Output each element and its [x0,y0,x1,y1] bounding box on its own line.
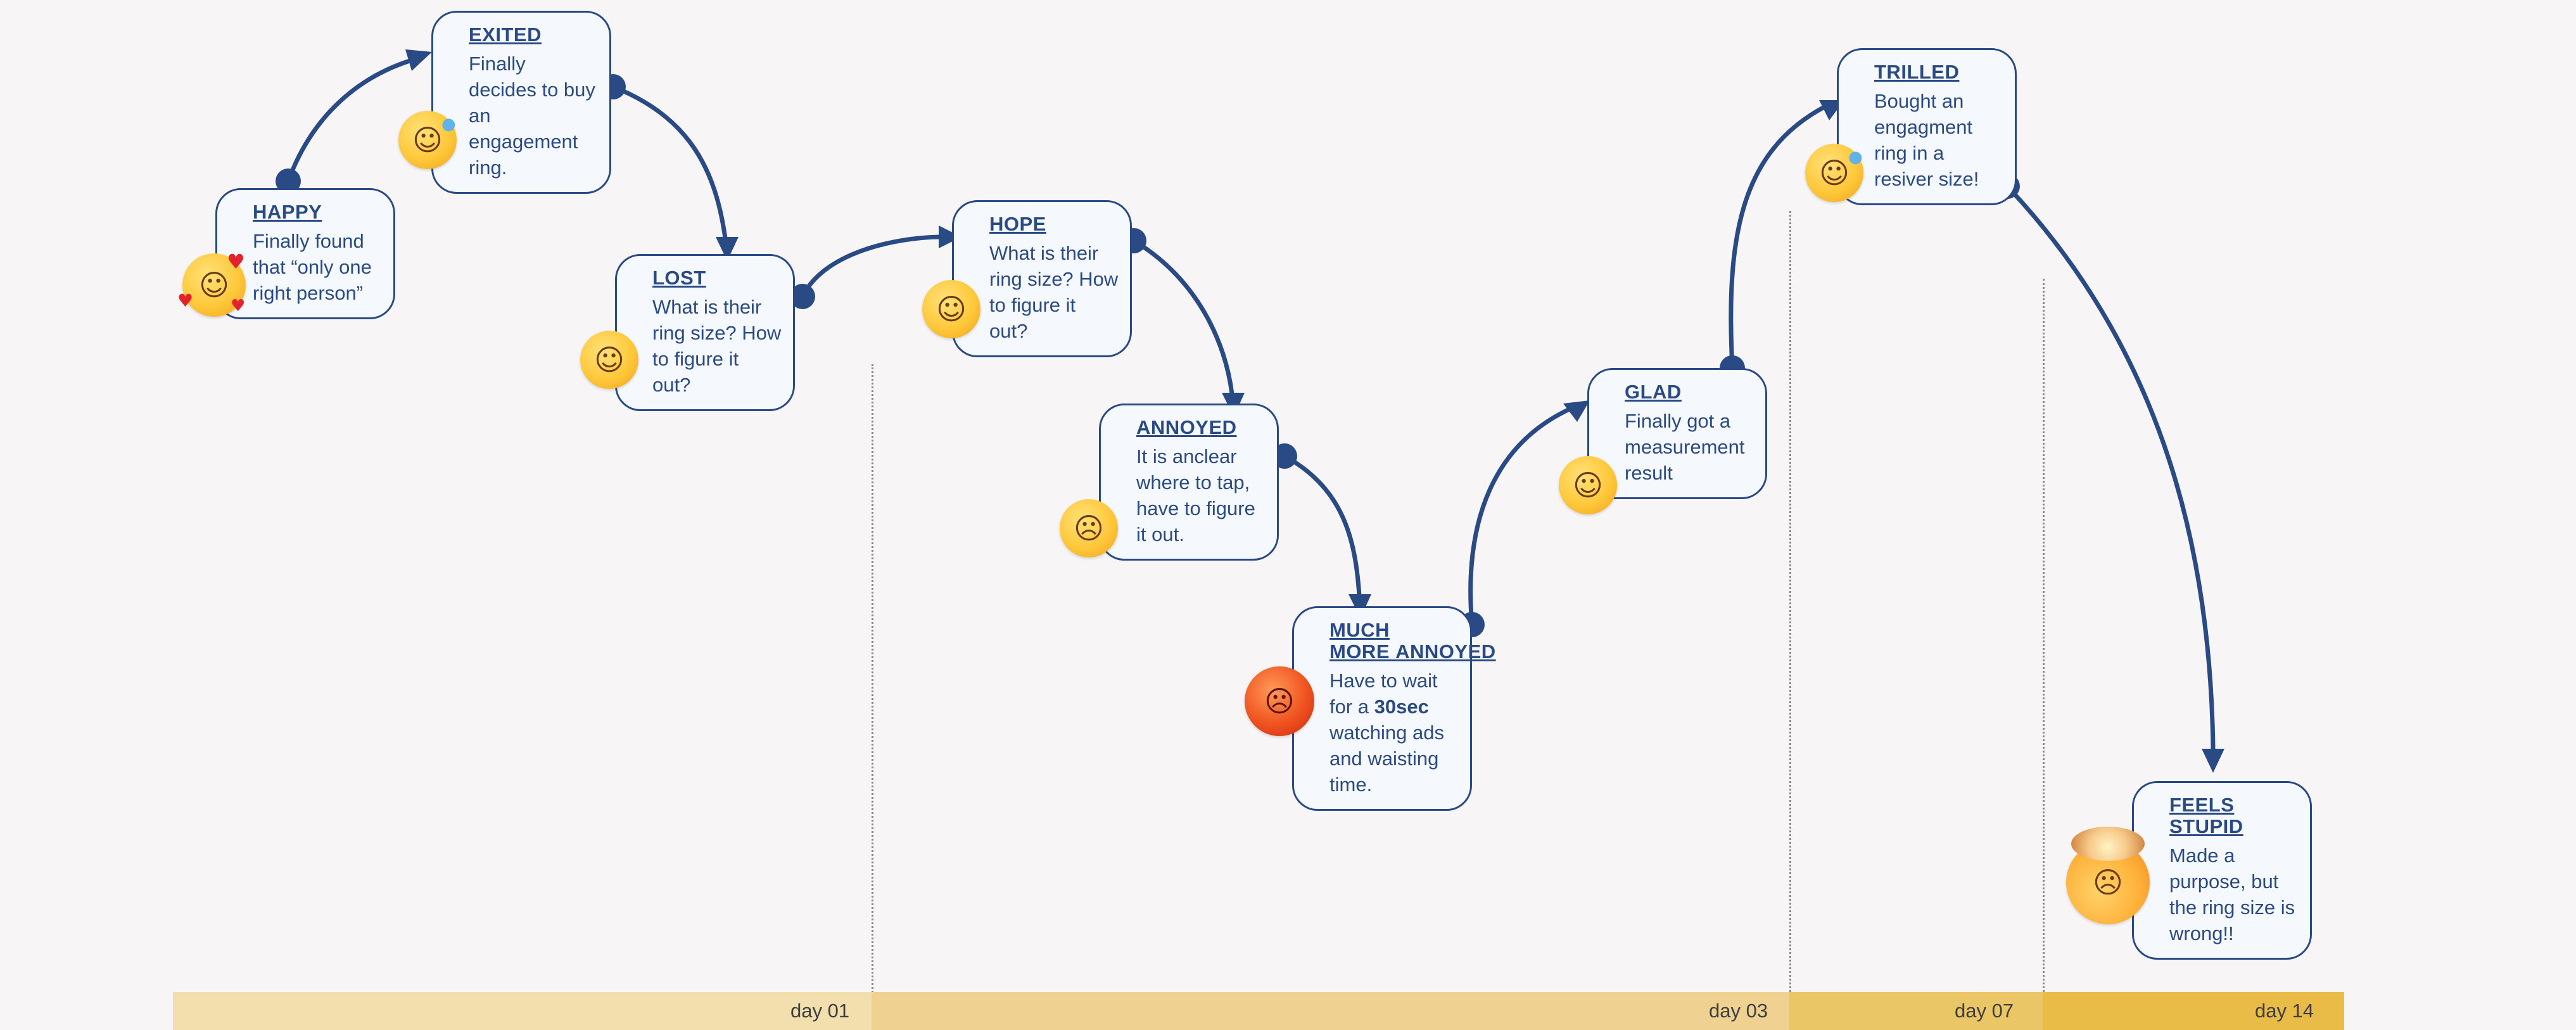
grinning-face-with-sweat-icon: ☺● [398,111,457,169]
stage-title: EXITED [469,23,542,46]
pleading-face-icon: ☺ [1559,456,1617,514]
arrowhead [716,237,739,261]
stage-title: GLAD [1625,381,1682,403]
day-label: day 14 [2255,1000,2314,1022]
arrowhead [1563,400,1590,422]
connector-hope-to-annoyed [1133,238,1234,395]
timeline-band-day-07 [1789,992,2043,1030]
connector-much-more-to-glad [1468,406,1572,625]
connector-lost-to-hope [800,234,941,298]
day-label: day 01 [790,1000,850,1022]
stage-card-happy: HAPPY Finally found that “only one right… [215,188,395,319]
stage-description: Have to wait for a 30sec watching ads an… [1329,670,1444,796]
arrowhead [939,226,961,248]
pleading-face-icon: ☺ [922,280,980,338]
day-label: day 07 [1955,1000,2014,1022]
stage-description: What is their ring size? How to figure i… [989,242,1119,342]
stage-title: FEELS STUPID [2169,794,2243,837]
stage-description: It is anclear where to tap, have to figu… [1136,445,1255,545]
arrowhead [2202,749,2224,773]
stage-card-much-more-annoyed: MUCH MORE ANNOYED Have to wait for a 30s… [1292,606,1496,811]
stage-title: MUCH MORE ANNOYED [1329,619,1496,663]
arrowhead [405,49,432,71]
timeline-band-day-03 [872,992,1789,1030]
connector-annoyed-to-much-more [1283,454,1362,596]
connector-glad-to-trilled [1729,104,1827,369]
connector-dot [790,284,815,309]
connector-dot [276,168,301,194]
day-label: day 03 [1709,1000,1768,1022]
day-separator [1789,211,1791,1030]
stage-description: Bought an engagment ring in a resiver si… [1874,90,1979,190]
stage-card-annoyed: ANNOYED It is anclear where to tap, have… [1099,404,1279,561]
stage-title: TRILLED [1874,61,1960,83]
pouting-face-icon: ☹ [1245,666,1314,736]
stage-description: Finally decides to buy an engagement rin… [469,53,595,179]
stage-card-feels-stupid: FEELS STUPID Made a purpose, but the rin… [2132,781,2312,960]
day-separator [872,364,873,1030]
connector-happy-to-exited [286,56,419,182]
timeline-band-day-14 [2043,992,2344,1030]
stage-description: Finally found that “only one right perso… [253,230,372,304]
shushing-face-icon: ☺ [580,331,638,389]
grinning-face-with-sweat-icon: ☺● [1805,144,1863,202]
confused-face-icon: ☹ [1060,499,1118,557]
stage-title: HOPE [989,213,1046,235]
exploding-head-icon: ☹ [2066,827,2150,924]
smiling-face-with-hearts-icon: ☺♥♥♥ [177,250,246,317]
stage-card-exited: EXITED Finally decides to buy an engagem… [431,11,611,194]
connector-trilled-to-stupid [2005,184,2216,749]
day-separator [2043,279,2045,1030]
stage-card-hope: HOPE What is their ring size? How to fig… [952,200,1132,357]
stage-title: LOST [652,267,706,289]
stage-description: What is their ring size? How to figure i… [652,296,782,396]
stage-description: Finally got a measurement result [1625,410,1745,484]
timeline-band-day-01 [173,992,872,1030]
stage-card-lost: LOST What is their ring size? How to fig… [615,254,795,411]
stage-title: ANNOYED [1136,416,1237,438]
stage-title: HAPPY [253,201,322,223]
stage-card-trilled: TRILLED Bought an engagment ring in a re… [1837,48,2017,205]
connector-exited-to-lost [612,84,728,239]
stage-description: Made a purpose, but the ring size is wro… [2169,844,2295,944]
stage-card-glad: GLAD Finally got a measurement result [1587,368,1767,499]
